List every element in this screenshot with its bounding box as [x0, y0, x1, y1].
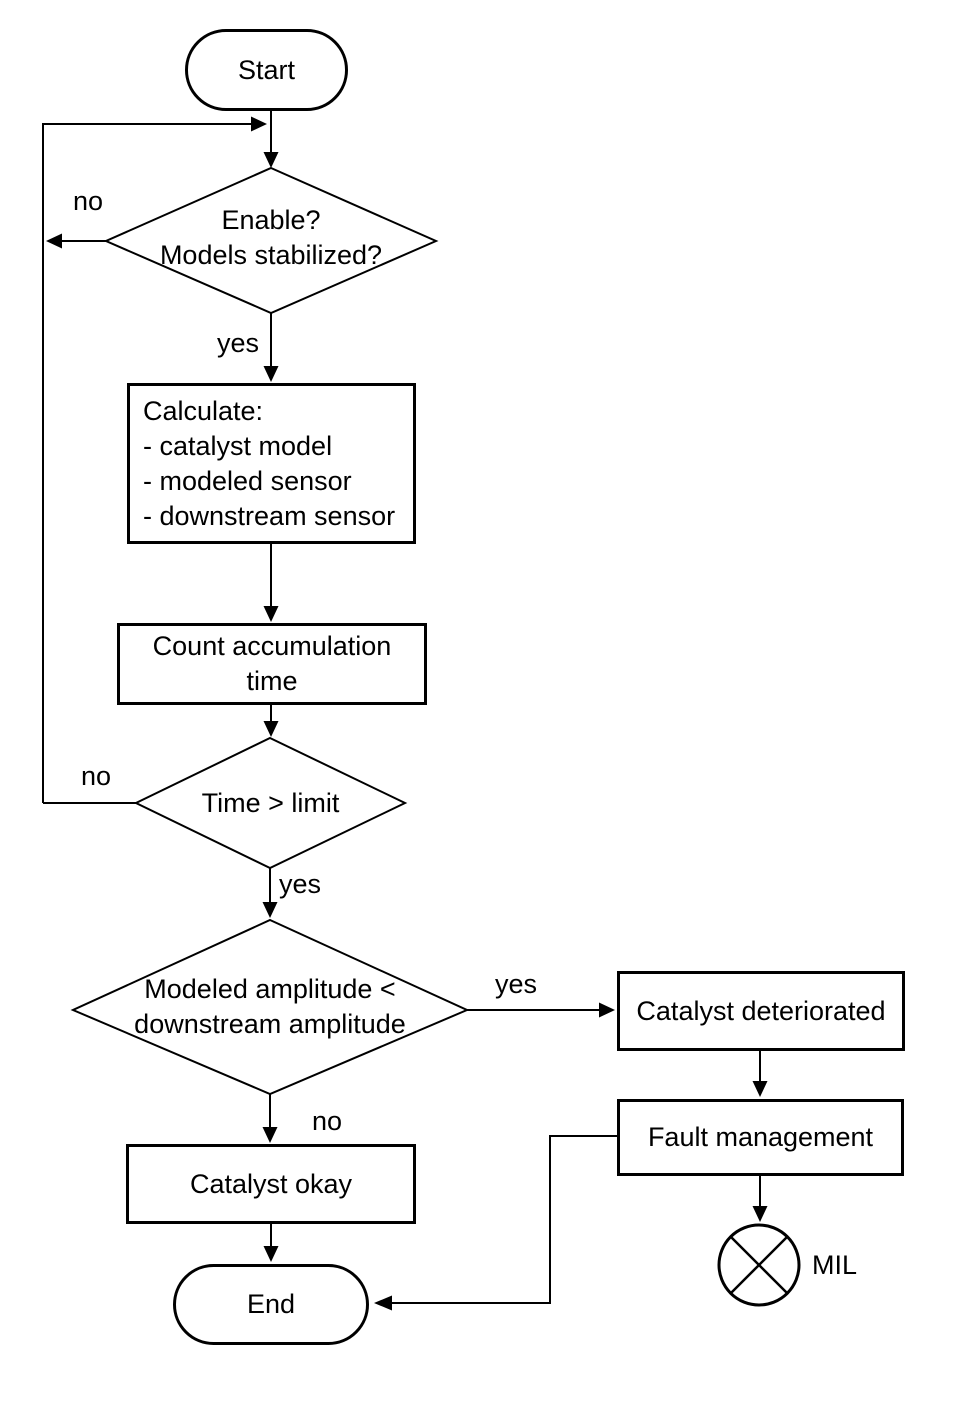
edge-loop-return: [42, 116, 267, 803]
edge-start-to-enable: [263, 110, 279, 168]
start-label: Start: [237, 54, 296, 85]
end-node: End: [173, 1264, 369, 1345]
edge-amplitude-yes: [467, 1002, 615, 1018]
edge-label-amplitude-yes: yes: [494, 968, 538, 999]
edge-label-enable-no: no: [72, 185, 104, 216]
decision-amplitude-shape: [70, 918, 470, 1096]
mil-label: MIL: [812, 1249, 858, 1280]
end-label: End: [246, 1289, 296, 1319]
decision-enable-shape: [103, 166, 439, 315]
decision-time-shape: [133, 736, 408, 870]
catalyst-okay-node: Catalyst okay: [126, 1144, 416, 1224]
fault-management-node: Fault management: [617, 1099, 904, 1176]
count-node: Count accumulation time: [117, 623, 427, 705]
edge-enable-no: [46, 233, 107, 249]
mil-lamp-icon: [717, 1223, 801, 1307]
edge-label-amplitude-no: no: [311, 1105, 343, 1136]
start-node: Start: [185, 29, 348, 111]
decision-enable-label: Enable? Models stabilized?: [159, 205, 383, 270]
calculate-node: Calculate: - catalyst model - modeled se…: [127, 383, 416, 544]
edge-label-time-no: no: [80, 760, 112, 791]
edge-label-time-yes: yes: [278, 868, 322, 899]
deteriorated-node: Catalyst deteriorated: [617, 971, 905, 1051]
decision-time-label: Time > limit: [201, 787, 340, 818]
edge-fault-to-end: [374, 1135, 617, 1311]
edge-time-yes: [262, 868, 278, 918]
edge-calculate-to-count: [263, 543, 279, 622]
edge-enable-yes: [263, 313, 279, 382]
edge-count-to-time: [263, 704, 279, 737]
edge-amplitude-no: [262, 1094, 278, 1143]
edge-deteriorated-to-fault: [752, 1050, 768, 1097]
decision-amplitude-label: Modeled amplitude < downstream amplitude: [134, 974, 406, 1039]
edge-fault-to-mil: [752, 1175, 768, 1222]
edge-okay-to-end: [263, 1223, 279, 1262]
edge-label-enable-yes: yes: [216, 327, 260, 358]
